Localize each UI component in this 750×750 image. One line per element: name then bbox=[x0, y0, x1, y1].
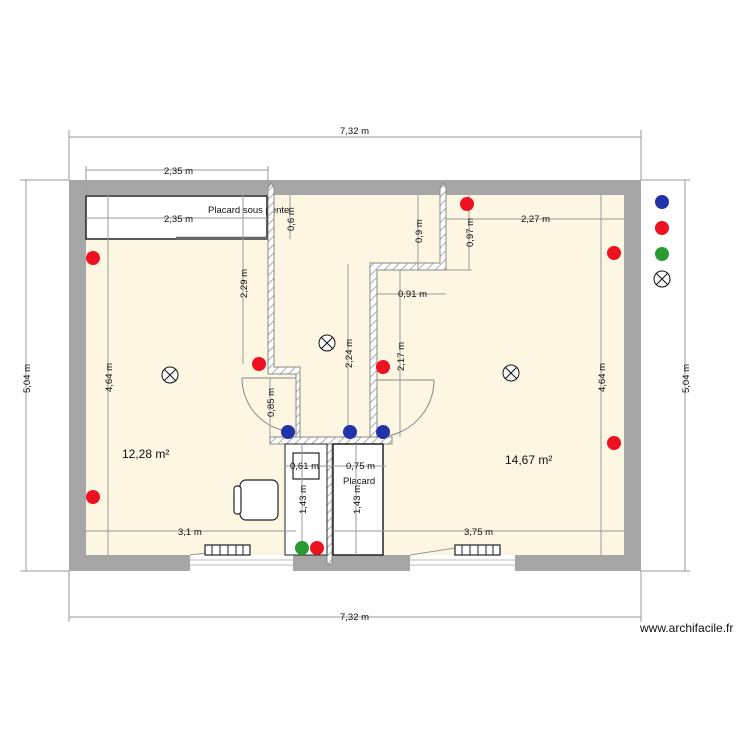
dim-closet-inner: 2,35 m bbox=[164, 214, 193, 225]
ceiling-light-icon[interactable] bbox=[502, 364, 520, 382]
watermark: www.archifacile.fr bbox=[639, 621, 733, 635]
placard-label: Placard bbox=[343, 476, 375, 487]
red-outlet-icon[interactable] bbox=[460, 197, 474, 211]
blue-outlet-icon[interactable] bbox=[281, 425, 295, 439]
dim-placard-width: 0,75 m bbox=[346, 461, 375, 472]
radiator-left bbox=[204, 544, 251, 556]
green-outlet-icon[interactable] bbox=[295, 541, 309, 555]
dim-right-room-width: 3,75 m bbox=[464, 527, 493, 538]
placard-small bbox=[332, 443, 384, 556]
dim-placard-depth: 1,43 m bbox=[352, 485, 363, 514]
red-outlet-icon[interactable] bbox=[86, 251, 100, 265]
dim-bottom-total: 7,32 m bbox=[340, 612, 369, 623]
dim-step-width: 0,91 m bbox=[398, 289, 427, 300]
electrical-outlets bbox=[86, 197, 621, 555]
dim-left-partition: 2,29 m bbox=[239, 269, 250, 298]
red-outlet-icon[interactable] bbox=[607, 246, 621, 260]
dim-closet-outer: 2,35 m bbox=[164, 166, 193, 177]
red-outlet-icon[interactable] bbox=[607, 436, 621, 450]
dim-left-width: 3,1 m bbox=[178, 527, 202, 538]
red-outlet-icon[interactable] bbox=[252, 357, 266, 371]
legend-red-outlet-icon bbox=[655, 221, 669, 235]
dim-step-height: 0,9 m bbox=[414, 219, 425, 243]
blue-outlet-icon[interactable] bbox=[343, 425, 357, 439]
dimension-labels: 7,32 m 7,32 m 5,04 m 5,04 m 2,35 m 2,35 … bbox=[22, 126, 692, 623]
legend-green-outlet-icon bbox=[655, 247, 669, 261]
dim-top-total: 7,32 m bbox=[340, 126, 369, 137]
dim-left-total: 5,04 m bbox=[22, 364, 33, 393]
ceiling-light-icon[interactable] bbox=[318, 334, 336, 352]
blue-outlet-icon[interactable] bbox=[376, 425, 390, 439]
radiator-right bbox=[454, 544, 501, 556]
dim-door-left: 0,85 m bbox=[266, 388, 277, 417]
dim-center-height: 2,24 m bbox=[344, 339, 355, 368]
window-right bbox=[409, 547, 515, 571]
dim-step-offset: 0,97 m bbox=[465, 218, 476, 247]
dim-right-partition: 2,17 m bbox=[396, 342, 407, 371]
dim-wc-depth: 1,43 m bbox=[298, 485, 309, 514]
dim-left-room-height: 4,64 m bbox=[104, 363, 115, 392]
dim-right-total: 5,04 m bbox=[681, 364, 692, 393]
dim-right-width: 2,27 m bbox=[521, 214, 550, 225]
dimension-lines bbox=[20, 130, 690, 622]
legend bbox=[653, 195, 671, 288]
armchair-icon bbox=[233, 479, 279, 521]
legend-ceiling-light-icon bbox=[653, 270, 671, 288]
red-outlet-icon[interactable] bbox=[376, 360, 390, 374]
interior-partitions bbox=[267, 182, 447, 565]
ceiling-lights bbox=[161, 334, 520, 384]
legend-blue-outlet-icon bbox=[655, 195, 669, 209]
red-outlet-icon[interactable] bbox=[86, 490, 100, 504]
dim-wc-width: 0,61 m bbox=[290, 461, 319, 472]
room-area-right: 14,67 m² bbox=[505, 453, 552, 467]
dim-right-room-height: 4,64 m bbox=[597, 363, 608, 392]
red-outlet-icon[interactable] bbox=[310, 541, 324, 555]
dim-closet-depth: 0,6 m bbox=[286, 207, 297, 231]
ceiling-light-icon[interactable] bbox=[161, 366, 179, 384]
closet-label: Placard sous pente bbox=[208, 205, 289, 216]
room-area-left: 12,28 m² bbox=[122, 447, 169, 461]
